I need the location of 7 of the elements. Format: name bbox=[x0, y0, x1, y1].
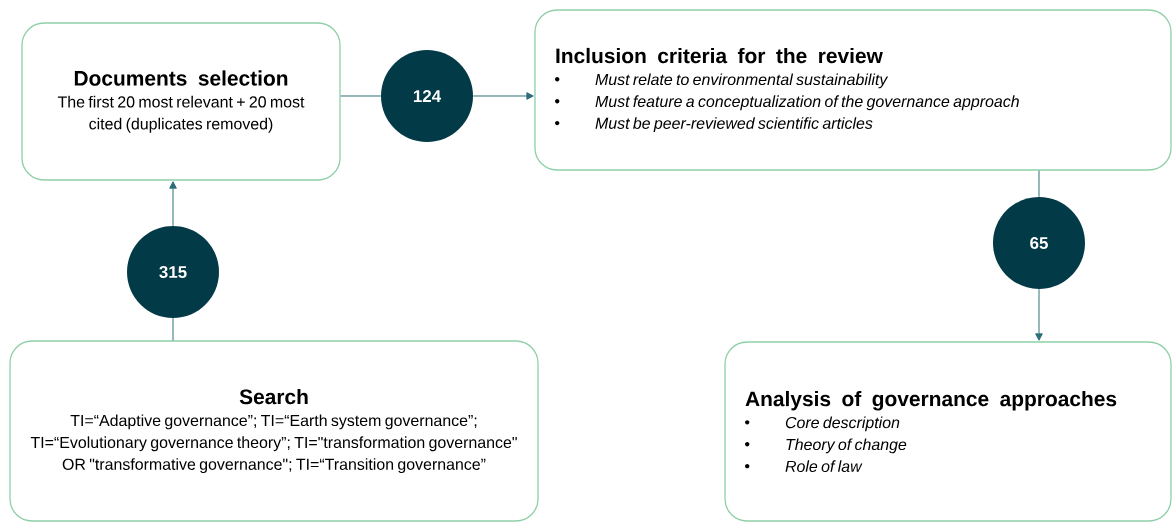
process-box: Inclusion criteria for the review Must relate to environmental sustainability Must feature a conceptualization of the governance approach Must be peer-reviewed scientific articles bbox=[534, 9, 1172, 171]
process-box: Analysis of governance approaches Core description Theory of change Role of law bbox=[724, 341, 1172, 522]
process-box: Documents selection The first 20 most relevant + 20 most cited (duplicates removed) bbox=[21, 22, 341, 181]
arrow bbox=[1035, 288, 1043, 341]
arrow bbox=[472, 92, 534, 100]
arrow bbox=[169, 181, 177, 227]
process-box: Search TI=“Adaptive governance”; TI=“Earth system governance”; TI=“Evolutionary governance theory”; TI="transformation governance" OR "transformative governance"; TI=“Transition governance” bbox=[9, 340, 539, 522]
